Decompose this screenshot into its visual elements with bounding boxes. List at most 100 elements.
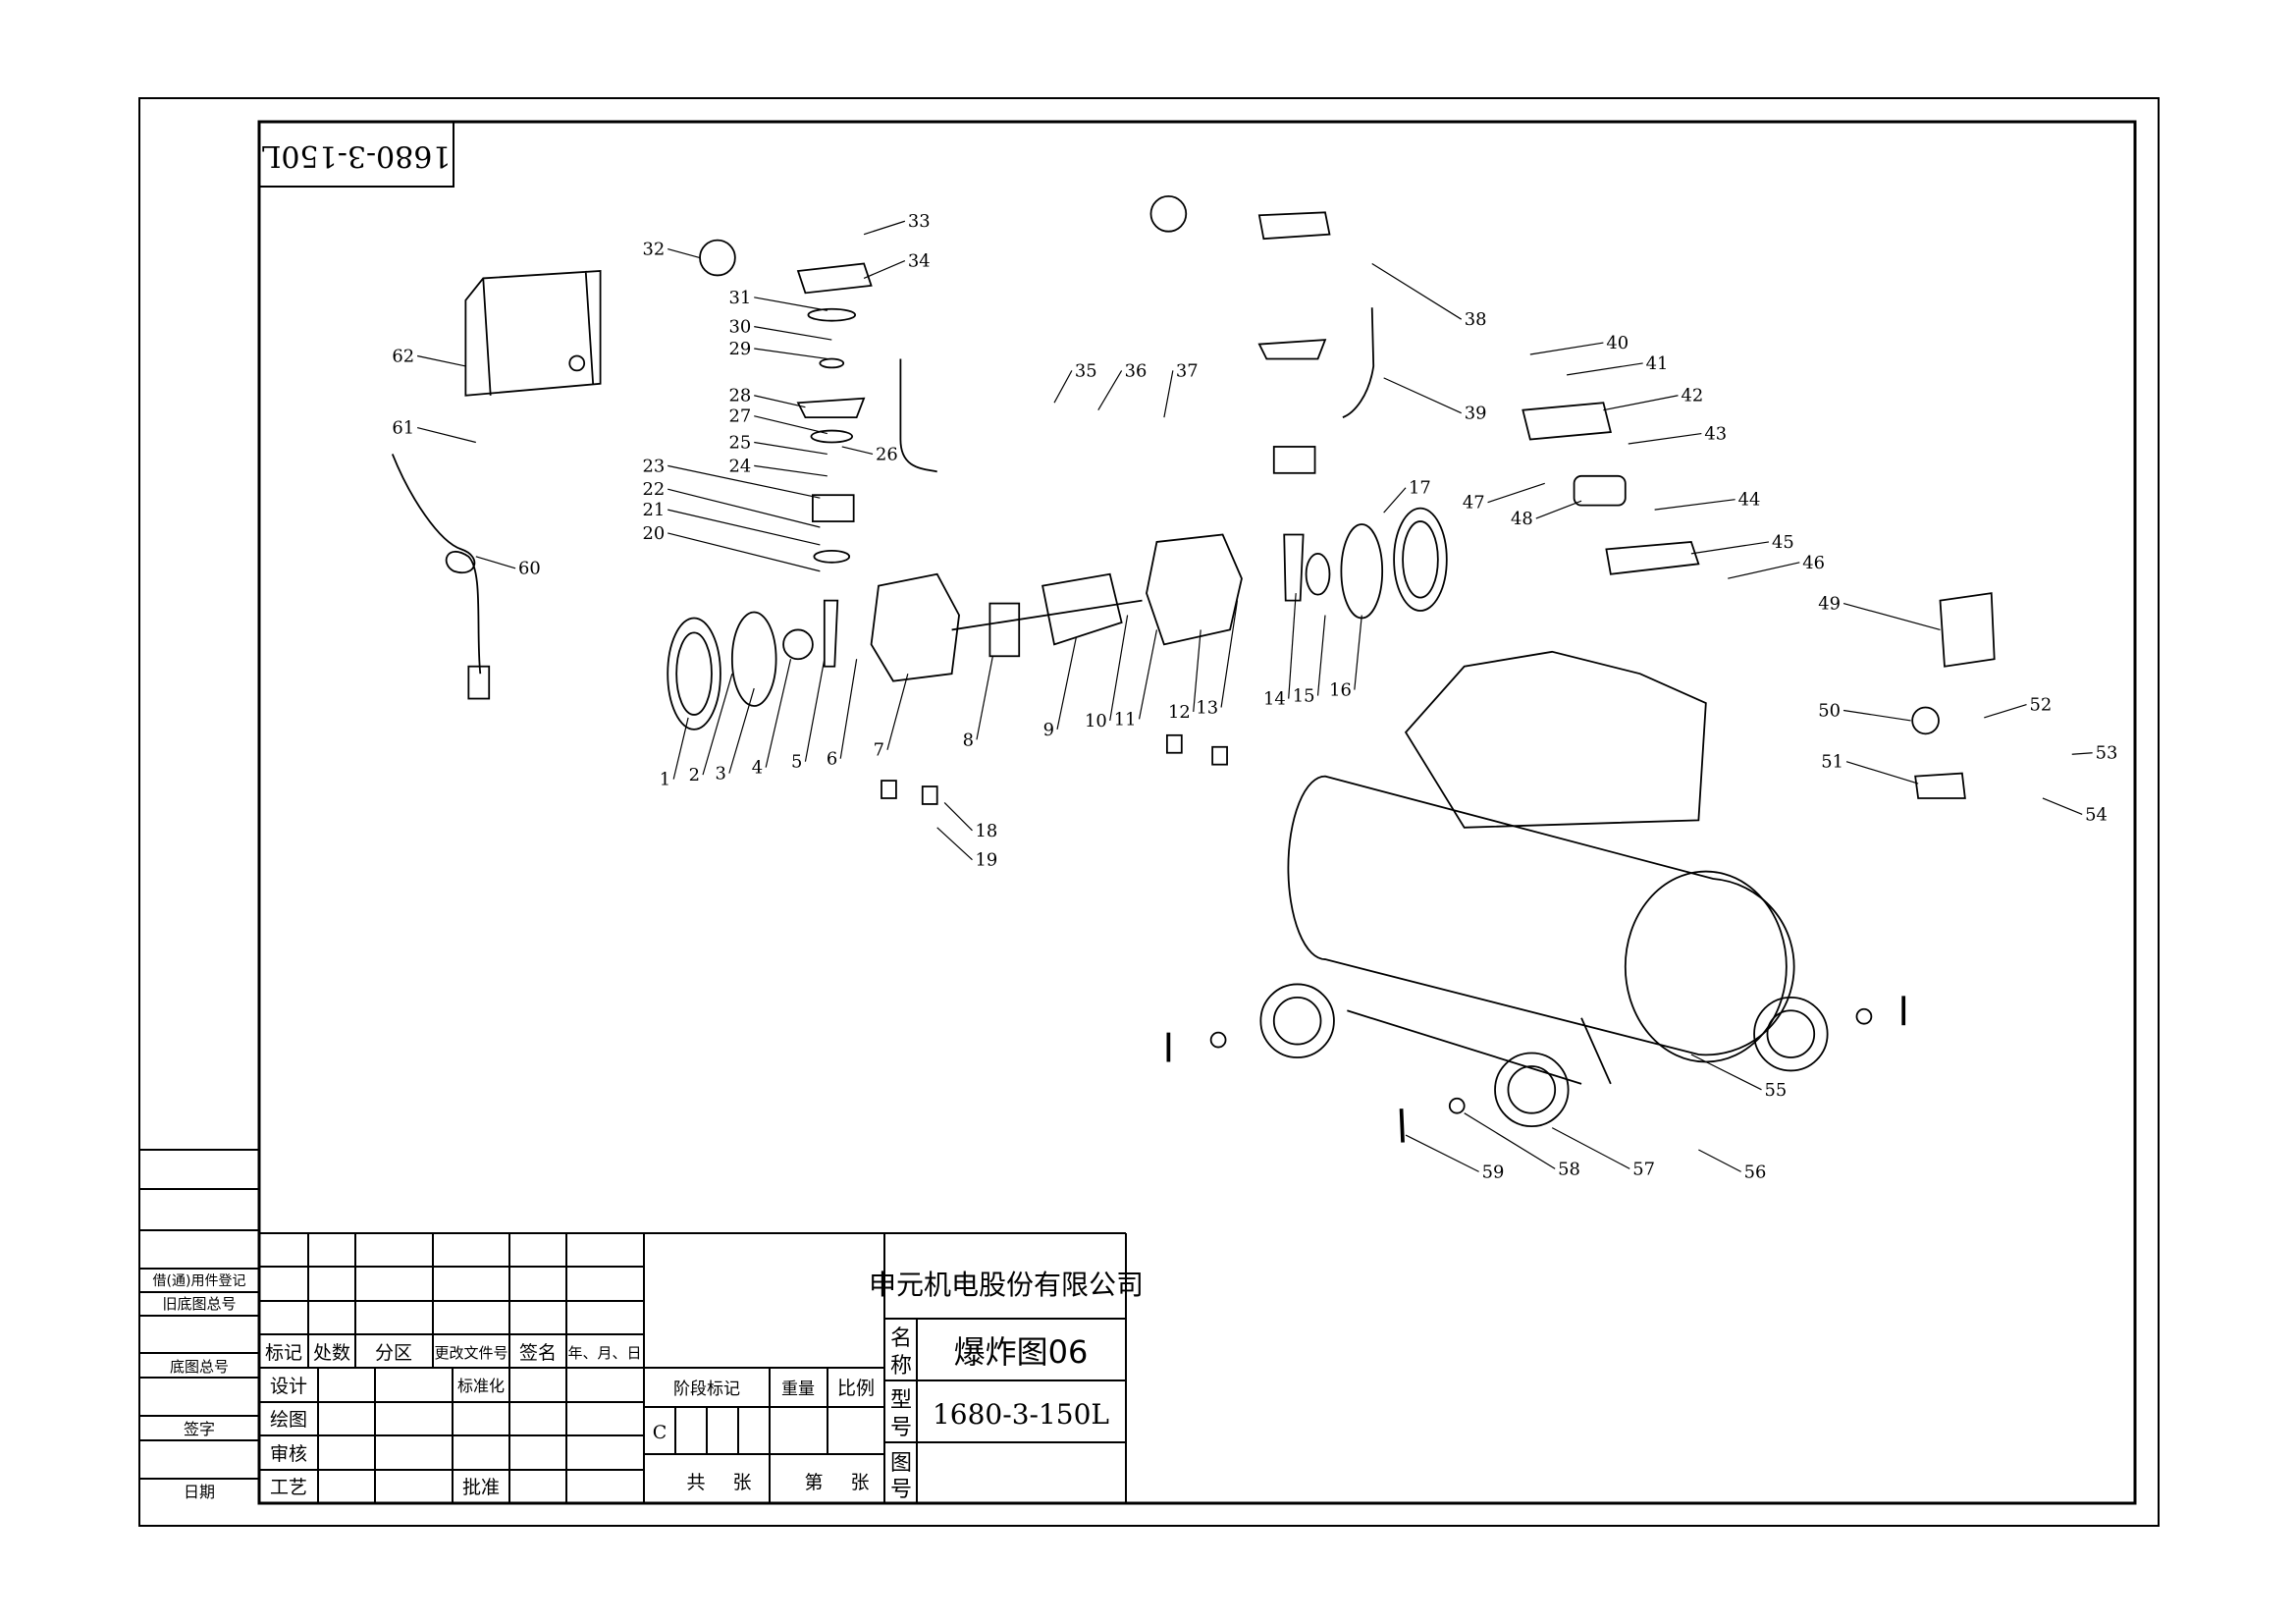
capacitor-box bbox=[1522, 402, 1612, 441]
part-callout-49: 49 bbox=[1818, 594, 1841, 615]
outer-border bbox=[138, 97, 2160, 1527]
leader-line-1 bbox=[672, 717, 689, 780]
stage-mark-label: 阶段标记 bbox=[673, 1380, 740, 1399]
leader-line-42 bbox=[1603, 395, 1679, 411]
part-callout-19: 19 bbox=[975, 850, 997, 871]
part-callout-58: 58 bbox=[1558, 1159, 1580, 1179]
part-callout-18: 18 bbox=[975, 821, 997, 841]
part-callout-40: 40 bbox=[1606, 333, 1629, 353]
part-callout-55: 55 bbox=[1764, 1080, 1787, 1101]
part-callout-47: 47 bbox=[1463, 493, 1485, 514]
part-callout-17: 17 bbox=[1409, 478, 1431, 499]
sheets2-label: 张 bbox=[850, 1472, 869, 1493]
approval-design: 设计 bbox=[270, 1376, 307, 1397]
leader-line-30 bbox=[754, 326, 832, 341]
leader-line-60 bbox=[475, 556, 516, 569]
part-callout-35: 35 bbox=[1075, 360, 1097, 381]
pressure-switch bbox=[1939, 592, 1996, 668]
approval-approve: 批准 bbox=[462, 1477, 500, 1498]
part-callout-44: 44 bbox=[1738, 490, 1761, 511]
leader-line-16 bbox=[1354, 615, 1362, 690]
right-air-pipe bbox=[1342, 307, 1375, 418]
part-callout-53: 53 bbox=[2096, 743, 2118, 764]
part-callout-24: 24 bbox=[728, 456, 751, 476]
weight-label: 重量 bbox=[781, 1380, 815, 1399]
wheel-left bbox=[1259, 983, 1335, 1058]
part-callout-32: 32 bbox=[642, 240, 665, 260]
part-callout-5: 5 bbox=[791, 752, 802, 773]
leader-line-32 bbox=[667, 248, 701, 259]
leader-line-51 bbox=[1845, 761, 1919, 784]
part-callout-10: 10 bbox=[1085, 711, 1107, 731]
header-date: 年、月、日 bbox=[567, 1344, 641, 1362]
stator bbox=[1041, 572, 1123, 646]
part-callout-27: 27 bbox=[728, 406, 751, 427]
part-callout-21: 21 bbox=[642, 500, 665, 520]
part-callout-54: 54 bbox=[2085, 804, 2108, 825]
left-cylinder bbox=[811, 494, 855, 522]
left-connecting-rod bbox=[823, 599, 839, 668]
signature-label: 签字 bbox=[184, 1420, 215, 1438]
leader-line-46 bbox=[1728, 562, 1800, 579]
stage-value: C bbox=[653, 1422, 667, 1443]
tank bbox=[1287, 775, 1795, 1056]
leader-line-58 bbox=[1464, 1112, 1556, 1169]
part-callout-28: 28 bbox=[728, 386, 751, 406]
part-callout-48: 48 bbox=[1511, 509, 1533, 529]
left-air-pipe bbox=[899, 358, 937, 473]
leader-line-54 bbox=[2042, 797, 2083, 815]
part-callout-31: 31 bbox=[728, 288, 751, 308]
part-callout-1: 1 bbox=[660, 770, 670, 790]
part-callout-39: 39 bbox=[1465, 404, 1487, 424]
part-callout-62: 62 bbox=[392, 346, 414, 366]
leader-line-52 bbox=[1984, 703, 2027, 719]
leader-line-38 bbox=[1371, 262, 1463, 320]
leader-line-26 bbox=[841, 446, 874, 456]
pump-assembly bbox=[1404, 650, 1707, 829]
part-callout-6: 6 bbox=[827, 749, 837, 770]
leader-line-50 bbox=[1842, 709, 1911, 722]
part-callout-56: 56 bbox=[1744, 1162, 1767, 1182]
wheel-front bbox=[1494, 1052, 1570, 1128]
part-callout-12: 12 bbox=[1168, 702, 1191, 723]
part-callout-26: 26 bbox=[876, 444, 898, 464]
pressure-gauge bbox=[1911, 706, 1940, 735]
leader-line-14 bbox=[1288, 593, 1297, 699]
leader-line-2 bbox=[702, 674, 733, 776]
leader-line-17 bbox=[1383, 487, 1407, 514]
part-callout-8: 8 bbox=[963, 730, 974, 750]
leader-line-22 bbox=[667, 488, 821, 528]
leader-line-48 bbox=[1535, 500, 1582, 519]
rotated-drawing-code: 1680-3-150L bbox=[261, 138, 451, 173]
leader-line-21 bbox=[667, 509, 821, 546]
part-callout-7: 7 bbox=[874, 740, 884, 761]
part-callout-59: 59 bbox=[1482, 1162, 1505, 1182]
part-callout-50: 50 bbox=[1818, 700, 1841, 721]
approval-review: 审核 bbox=[270, 1443, 307, 1465]
header-change-doc: 更改文件号 bbox=[434, 1344, 507, 1362]
leader-line-41 bbox=[1567, 362, 1643, 376]
right-cylinder bbox=[1272, 446, 1316, 474]
model-value: 1680-3-150L bbox=[933, 1398, 1109, 1431]
rotated-code-box: 1680-3-150L bbox=[258, 121, 454, 188]
leader-line-8 bbox=[976, 656, 993, 740]
leader-line-25 bbox=[754, 441, 828, 456]
leader-line-47 bbox=[1487, 482, 1545, 504]
leader-line-4 bbox=[765, 659, 792, 768]
company-name: 申元机电股份有限公司 bbox=[869, 1269, 1144, 1301]
leader-line-20 bbox=[667, 532, 821, 572]
leader-line-15 bbox=[1316, 615, 1326, 696]
part-callout-42: 42 bbox=[1681, 386, 1703, 406]
total-label: 共 bbox=[686, 1472, 705, 1493]
manifold bbox=[1914, 772, 1966, 799]
part-callout-60: 60 bbox=[518, 559, 541, 579]
drawing-no-label-1: 图 bbox=[890, 1451, 912, 1476]
approval-standardize: 标准化 bbox=[457, 1377, 505, 1395]
handle-part bbox=[464, 270, 602, 397]
leader-line-37 bbox=[1163, 370, 1174, 418]
switch-cover bbox=[1605, 540, 1700, 575]
leader-line-10 bbox=[1109, 615, 1129, 722]
leader-line-33 bbox=[863, 220, 906, 236]
part-callout-30: 30 bbox=[728, 317, 751, 338]
part-callout-37: 37 bbox=[1176, 360, 1199, 381]
